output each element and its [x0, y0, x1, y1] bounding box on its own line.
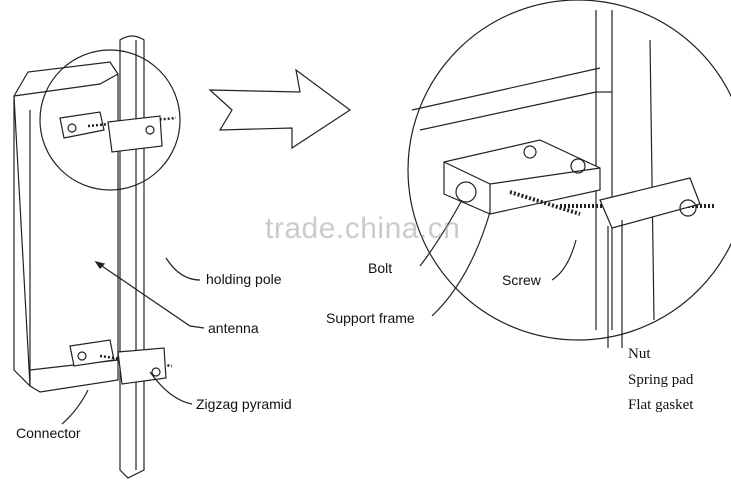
detail-circle-large	[407, 0, 731, 341]
label-spring-pad: Spring pad	[628, 372, 694, 388]
leader-support-frame	[431, 211, 491, 317]
leader-connector	[61, 389, 89, 425]
label-zigzag-pyramid: Zigzag pyramid	[196, 396, 292, 412]
label-screw: Screw	[502, 272, 541, 288]
leader-zigzag	[149, 371, 193, 405]
leader-screw	[551, 239, 577, 281]
label-holding-pole: holding pole	[206, 271, 282, 287]
bottom-bracket	[69, 339, 173, 385]
antenna-panel	[13, 61, 119, 393]
holding-pole	[119, 35, 145, 479]
top-bracket	[59, 111, 177, 153]
label-antenna: antenna	[208, 320, 259, 336]
leader-bolt	[419, 199, 463, 267]
label-bolt: Bolt	[368, 260, 393, 276]
label-support-frame: Support frame	[326, 310, 415, 326]
label-connector: Connector	[16, 425, 81, 441]
detail-circle-small	[39, 49, 181, 191]
label-flat-gasket: Flat gasket	[628, 397, 694, 413]
watermark: trade.china.cn	[265, 212, 461, 245]
arrow-shape	[208, 68, 352, 150]
label-nut: Nut	[628, 346, 651, 362]
leader-antenna	[95, 261, 205, 329]
leader-holding-pole	[165, 257, 201, 281]
